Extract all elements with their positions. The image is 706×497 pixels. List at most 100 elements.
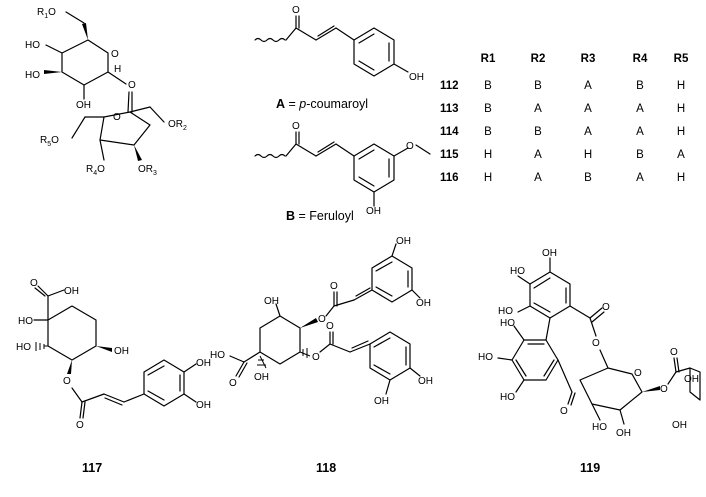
svg-text:O: O xyxy=(229,378,237,389)
table-cell: H xyxy=(677,103,685,115)
svg-text:O: O xyxy=(634,368,642,379)
table-cell: A xyxy=(636,172,644,184)
compound-118-structure: O HO OH OH O O OH OH O O xyxy=(210,236,433,475)
svg-text:OH: OH xyxy=(196,358,211,369)
table-cell: A xyxy=(584,80,592,92)
svg-text:OR3: OR3 xyxy=(138,164,157,177)
svg-text:OH: OH xyxy=(684,374,699,385)
svg-text:HO: HO xyxy=(25,70,40,81)
svg-text:HO: HO xyxy=(500,318,515,329)
svg-text:O: O xyxy=(30,278,38,289)
svg-text:HO: HO xyxy=(478,352,493,363)
svg-text:OH: OH xyxy=(254,372,269,383)
svg-text:HO: HO xyxy=(500,392,515,403)
table-row-id: 114 xyxy=(440,126,459,138)
table-cell: H xyxy=(484,172,492,184)
svg-text:A = p-coumaroyl: A = p-coumaroyl xyxy=(276,97,368,111)
feruloyl-structure: O O OH B = Feruloyl xyxy=(254,121,431,223)
table-row-id: 113 xyxy=(440,103,459,115)
svg-text:O: O xyxy=(318,314,326,325)
svg-text:OH: OH xyxy=(114,346,129,357)
table-header-cell: R1 xyxy=(481,53,496,65)
svg-text:OH: OH xyxy=(264,296,279,307)
table-cell: B xyxy=(484,126,492,138)
table-cell: A xyxy=(534,103,542,115)
svg-text:OH: OH xyxy=(64,286,79,297)
svg-text:OH: OH xyxy=(409,72,424,83)
svg-text:O: O xyxy=(330,281,338,292)
compound-117-label: 117 xyxy=(82,461,102,475)
table-cell: B xyxy=(636,80,644,92)
table-header-cell: R5 xyxy=(674,53,689,65)
svg-text:O: O xyxy=(326,321,334,332)
svg-text:OH: OH xyxy=(418,376,433,387)
svg-text:OH: OH xyxy=(616,428,631,439)
svg-text:O: O xyxy=(560,406,568,417)
svg-text:HO: HO xyxy=(16,342,31,353)
svg-text:B = Feruloyl: B = Feruloyl xyxy=(286,209,354,223)
table-cell: A xyxy=(534,172,542,184)
svg-text:OH: OH xyxy=(396,236,411,247)
ring-oxygen: O xyxy=(111,49,119,60)
table-cell: H xyxy=(677,126,685,138)
svg-text:OH: OH xyxy=(542,248,557,259)
p-coumaroyl-structure: O OH A = p-coumaroyl xyxy=(254,5,424,111)
svg-text:O: O xyxy=(592,338,600,349)
svg-text:O: O xyxy=(292,121,300,132)
table-cell: H xyxy=(584,149,592,161)
compound-119-label: 119 xyxy=(580,461,600,475)
table-header-cell: R4 xyxy=(633,53,648,65)
svg-text:OH: OH xyxy=(672,420,687,431)
svg-text:O: O xyxy=(406,141,414,152)
table-cell: A xyxy=(636,126,644,138)
compound-118-label: 118 xyxy=(316,461,336,475)
table-row-id: 115 xyxy=(440,149,459,161)
table-cell: B xyxy=(484,80,492,92)
svg-text:R5O: R5O xyxy=(40,135,59,148)
table-cell: A xyxy=(584,126,592,138)
table-row-id: 116 xyxy=(440,172,459,184)
compound-119-structure: HO OH HO O O HO HO HO O O HO OH O xyxy=(478,248,701,475)
svg-text:O: O xyxy=(292,5,300,16)
svg-text:O: O xyxy=(113,112,121,123)
svg-text:O: O xyxy=(76,420,84,431)
svg-text:OH: OH xyxy=(196,400,211,411)
svg-text:O: O xyxy=(312,352,320,363)
svg-text:OH: OH xyxy=(366,206,381,217)
table-cell: A xyxy=(636,103,644,115)
table-cell: B xyxy=(636,149,644,161)
table-cell: H xyxy=(484,149,492,161)
svg-text:OH: OH xyxy=(374,396,389,407)
svg-text:HO: HO xyxy=(592,422,607,433)
svg-text:O: O xyxy=(670,347,678,358)
svg-text:H: H xyxy=(114,64,121,75)
sucrose-core-structure: R1O O H HO HO OH O OR2 O R5O OR3 R4O xyxy=(25,7,187,177)
table-cell: A xyxy=(584,103,592,115)
svg-text:HO: HO xyxy=(210,350,225,361)
svg-text:O: O xyxy=(660,384,668,395)
svg-text:O: O xyxy=(602,302,610,313)
table-cell: B xyxy=(484,103,492,115)
table-cell: H xyxy=(677,172,685,184)
svg-text:R1O: R1O xyxy=(37,7,56,20)
svg-text:O: O xyxy=(63,376,71,387)
svg-text:OH: OH xyxy=(76,100,91,111)
svg-text:R4O: R4O xyxy=(86,164,105,177)
svg-text:OH: OH xyxy=(416,298,431,309)
svg-text:HO: HO xyxy=(510,266,525,277)
table-cell: B xyxy=(534,126,542,138)
table-cell: B xyxy=(584,172,592,184)
svg-text:HO: HO xyxy=(25,40,40,51)
table-cell: H xyxy=(677,80,685,92)
table-cell: B xyxy=(534,80,542,92)
svg-text:OR2: OR2 xyxy=(168,119,187,132)
table-row-id: 112 xyxy=(440,80,459,92)
compound-117-structure: O OH HO OH HO O O OH OH 117 xyxy=(16,278,211,475)
svg-text:O: O xyxy=(128,80,136,91)
table-header-cell: R3 xyxy=(581,53,596,65)
table-cell: A xyxy=(677,149,685,161)
table-cell: A xyxy=(534,149,542,161)
svg-text:HO: HO xyxy=(498,306,513,317)
